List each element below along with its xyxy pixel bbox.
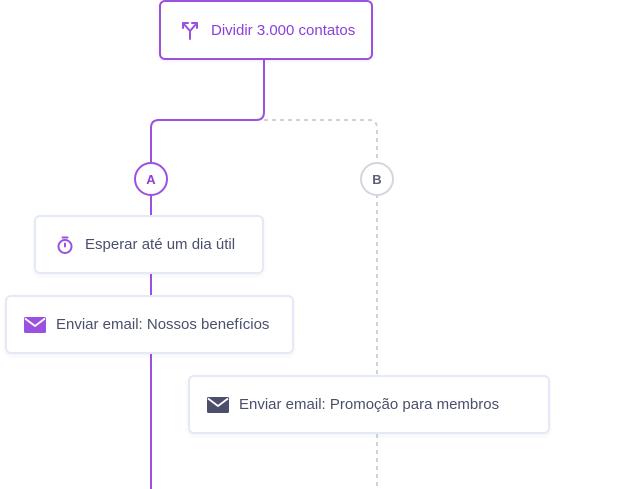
envelope-icon: [24, 316, 46, 333]
split-arrows-icon: [179, 19, 201, 41]
split-node-label: Dividir 3.000 contatos: [211, 21, 356, 39]
branch-b-label: B: [372, 171, 382, 187]
email-benefits-step-label: Enviar email: Nossos benefícios: [56, 316, 270, 333]
wait-step-node[interactable]: Esperar até um dia útil: [34, 215, 264, 274]
split-contacts-node[interactable]: Dividir 3.000 contatos: [159, 0, 373, 60]
email-promotion-step-label: Enviar email: Promoção para membros: [239, 396, 500, 413]
branch-b-badge[interactable]: B: [360, 162, 394, 196]
envelope-icon: [207, 396, 229, 413]
email-benefits-step-node[interactable]: Enviar email: Nossos benefícios: [5, 295, 294, 354]
branch-a-label: A: [146, 171, 156, 187]
email-promotion-step-node[interactable]: Enviar email: Promoção para membros: [188, 375, 550, 434]
wait-step-label: Esperar até um dia útil: [85, 236, 236, 253]
branch-a-badge[interactable]: A: [134, 162, 168, 196]
stopwatch-icon: [55, 235, 75, 255]
